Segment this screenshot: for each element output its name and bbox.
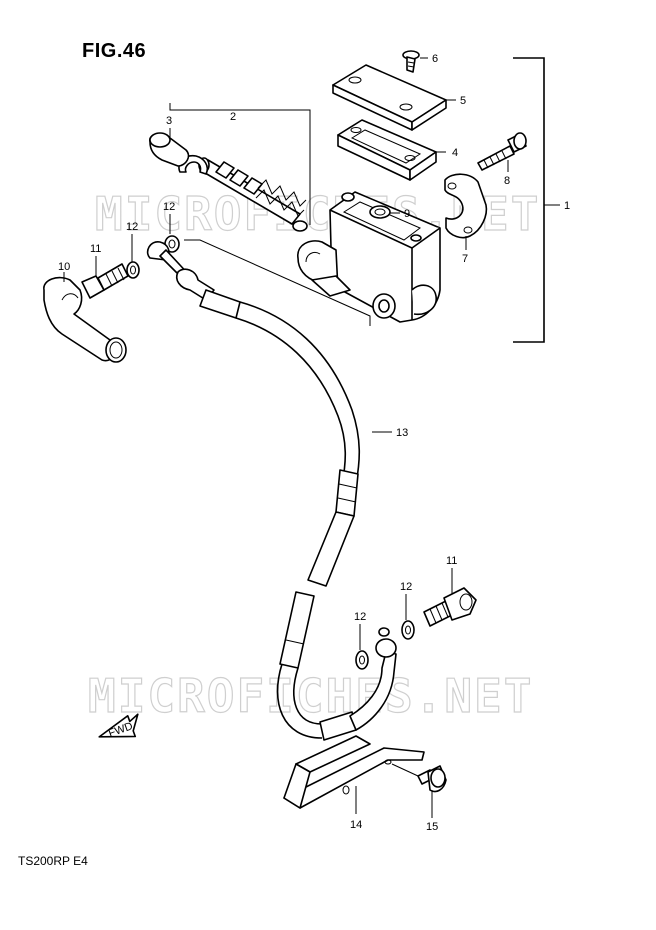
callout-15: 15 [426, 821, 438, 833]
callout-2: 2 [230, 111, 236, 123]
washer-lower-left-hole [359, 655, 365, 665]
washer-upper-right-hole [168, 239, 176, 249]
clamp-bolt [477, 132, 527, 171]
union-bolt-upper [81, 263, 129, 299]
callout-14: 14 [350, 819, 362, 831]
callout-9: 9 [404, 208, 410, 220]
brake-hose [146, 241, 397, 741]
bracket-bolt [417, 765, 447, 793]
handlebar-clamp [444, 173, 488, 239]
callout-11-lower: 11 [446, 555, 457, 567]
callout-8: 8 [504, 175, 510, 187]
banjo-cover [43, 276, 127, 363]
callout-12-upper-right: 12 [163, 201, 175, 213]
hose-bracket [283, 735, 425, 809]
washer-lower-right-hole [405, 625, 411, 635]
union-bolt-lower [423, 587, 477, 627]
cap-screw [402, 50, 420, 73]
figure-title: FIG.46 [82, 40, 147, 62]
callout-11-upper: 11 [90, 243, 101, 255]
callout-5: 5 [460, 95, 466, 107]
callout-3: 3 [166, 115, 172, 127]
callout-12-lower-right: 12 [400, 581, 412, 593]
callout-12-upper-left: 12 [126, 221, 138, 233]
callout-7: 7 [462, 253, 468, 265]
washer-upper-left [126, 261, 140, 279]
model-code: TS200RP E4 [18, 854, 88, 868]
callout-10: 10 [58, 261, 70, 273]
bolt-guide-line [391, 763, 419, 777]
lower-banjo-fitting [375, 627, 397, 658]
washer-lower-right [401, 620, 415, 640]
master-cylinder-body [297, 191, 441, 323]
dust-boot [149, 132, 190, 167]
bracket-2 [169, 103, 311, 225]
reservoir-cap [332, 64, 447, 131]
diaphragm-plate [337, 119, 437, 181]
callout-12-lower-left: 12 [354, 611, 366, 623]
assembly-bracket [513, 57, 545, 343]
callout-4: 4 [452, 147, 458, 159]
callout-1: 1 [564, 200, 570, 212]
callout-6: 6 [432, 53, 438, 65]
washer-upper-left-hole [130, 265, 136, 275]
fwd-arrow: FWD [98, 713, 139, 740]
watermark-bottom: MICROFICHES.NET [88, 669, 533, 723]
hose-guide-line [184, 239, 371, 326]
callout-13: 13 [396, 427, 408, 439]
washer-lower-left [355, 650, 369, 670]
